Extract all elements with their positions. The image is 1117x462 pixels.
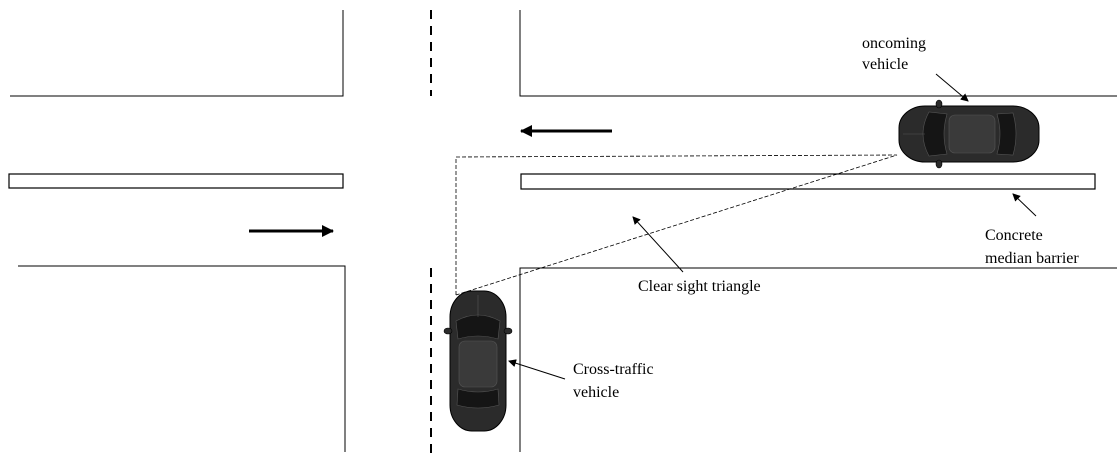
label-barrier-line2: median barrier [985, 250, 1079, 267]
road-edges [10, 10, 1117, 452]
leader-cross-traffic [508, 359, 566, 380]
cross-traffic-vehicle [443, 290, 513, 432]
leader-barrier [1012, 193, 1037, 217]
curb-bottom-right [519, 267, 1117, 452]
label-oncoming-line1: oncoming [862, 35, 926, 52]
curb-top-right [519, 10, 1117, 97]
median-barrier-left [8, 173, 344, 189]
oncoming-vehicle [898, 99, 1040, 169]
label-sight-triangle: Clear sight triangle [638, 278, 761, 295]
sight-triangle [455, 154, 898, 296]
leader-sight-triangle [632, 216, 684, 273]
leader-oncoming [935, 73, 969, 102]
curb-top-left [10, 10, 344, 97]
median-barrier-right [520, 173, 1096, 190]
curb-bottom-left [18, 265, 346, 452]
label-cross-traffic-line2: vehicle [573, 384, 619, 401]
label-cross-traffic-line1: Cross-traffic [573, 361, 654, 378]
label-barrier-line1: Concrete [985, 227, 1043, 244]
label-oncoming-line2: vehicle [862, 56, 908, 73]
